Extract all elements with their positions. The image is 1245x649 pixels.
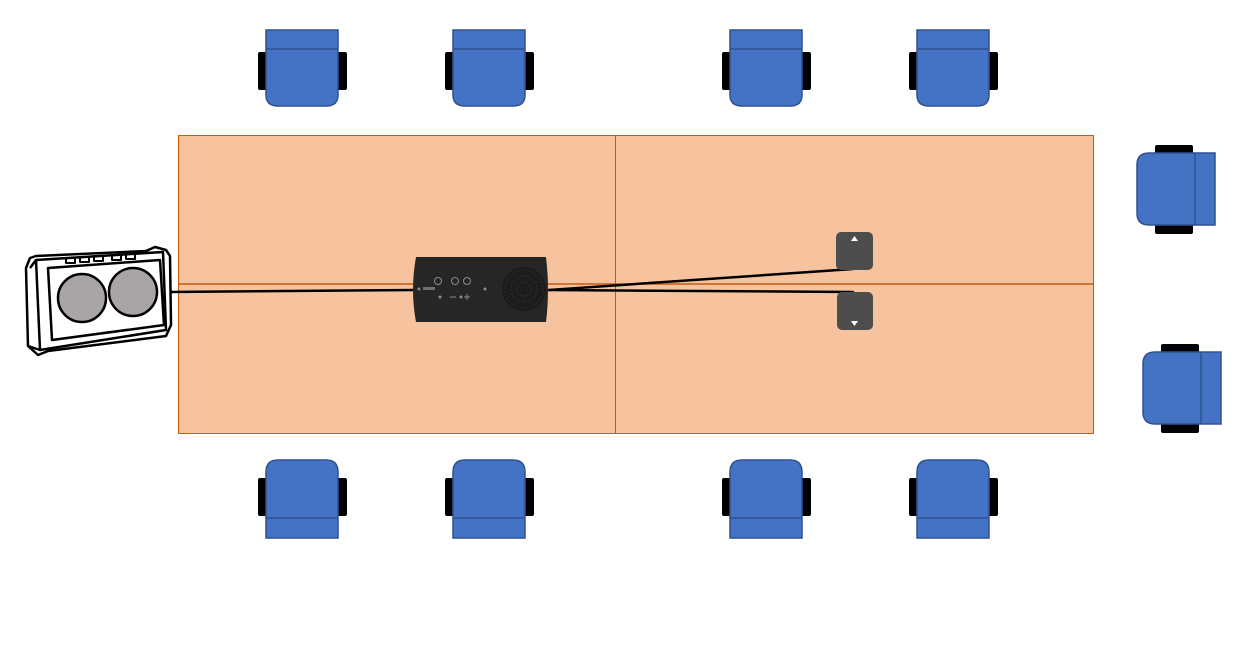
speakerphone-icon bbox=[413, 257, 548, 322]
chair-bottom-4 bbox=[908, 459, 999, 539]
chair-top-1 bbox=[257, 29, 348, 107]
cable-speaker bbox=[166, 288, 418, 294]
chair-bottom-2 bbox=[444, 459, 535, 539]
cables bbox=[166, 267, 855, 294]
chair-right-2 bbox=[1142, 343, 1222, 434]
cable-mic-1 bbox=[547, 267, 855, 292]
chair-bottom-1 bbox=[257, 459, 348, 539]
boombox-speaker-icon bbox=[24, 245, 173, 357]
chair-top-4 bbox=[908, 29, 999, 107]
cable-mic-2 bbox=[547, 288, 855, 294]
chair-top-3 bbox=[721, 29, 812, 107]
chair-bottom-3 bbox=[721, 459, 812, 539]
chair-right-1 bbox=[1136, 144, 1216, 235]
chair-top-2 bbox=[444, 29, 535, 107]
microphone-pod-icon-2 bbox=[837, 292, 873, 330]
microphone-pod-icon-1 bbox=[836, 232, 873, 270]
